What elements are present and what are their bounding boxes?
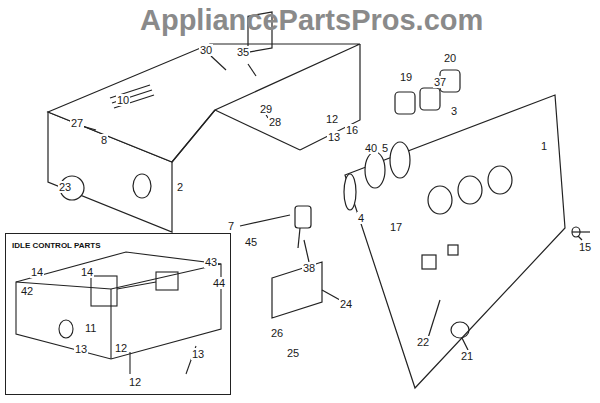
callout-number: 27: [70, 117, 84, 129]
callout-number: 26: [270, 327, 284, 339]
callout-number: 3: [450, 105, 458, 117]
callout-number: 24: [339, 298, 353, 310]
callout-number: 44: [212, 277, 226, 289]
inset-heading: IDLE CONTROL PARTS: [12, 241, 101, 250]
idle-control-illustration: [6, 234, 232, 396]
callout-number: 23: [58, 181, 72, 193]
callout-number: 13: [327, 131, 341, 143]
callout-number: 2: [176, 181, 184, 193]
callout-number: 14: [30, 266, 44, 278]
callout-number: 7: [227, 220, 235, 232]
callout-number: 10: [116, 94, 130, 106]
callout-number: 5: [381, 142, 389, 154]
callout-number: 12: [114, 342, 128, 354]
callout-number: 15: [578, 241, 592, 253]
callout-number: 35: [236, 46, 250, 58]
callout-number: 21: [460, 350, 474, 362]
callout-number: 17: [389, 221, 403, 233]
callout-number: 19: [399, 71, 413, 83]
callout-number: 30: [199, 44, 213, 56]
callout-number: 16: [345, 124, 359, 136]
callout-number: 38: [302, 262, 316, 274]
callout-number: 22: [416, 336, 430, 348]
callout-number: 20: [443, 52, 457, 64]
callout-number: 28: [268, 116, 282, 128]
callout-number: 13: [191, 348, 205, 360]
callout-number: 29: [259, 103, 273, 115]
callout-number: 25: [286, 347, 300, 359]
callout-number: 12: [325, 113, 339, 125]
callout-number: 4: [357, 212, 365, 224]
watermark: AppliancePartsPros.com: [140, 4, 483, 36]
callout-number: 37: [433, 76, 447, 88]
callout-number: 40: [364, 142, 378, 154]
callout-number: 8: [100, 134, 108, 146]
callout-number: 42: [20, 285, 34, 297]
inset-box: IDLE CONTROL PARTS: [5, 233, 231, 395]
callout-number: 11: [84, 322, 97, 334]
callout-number: 12: [128, 376, 142, 388]
callout-number: 45: [244, 236, 258, 248]
callout-number: 1: [540, 140, 548, 152]
callout-number: 14: [80, 266, 94, 278]
callout-number: 13: [74, 343, 88, 355]
callout-number: 43: [204, 256, 218, 268]
